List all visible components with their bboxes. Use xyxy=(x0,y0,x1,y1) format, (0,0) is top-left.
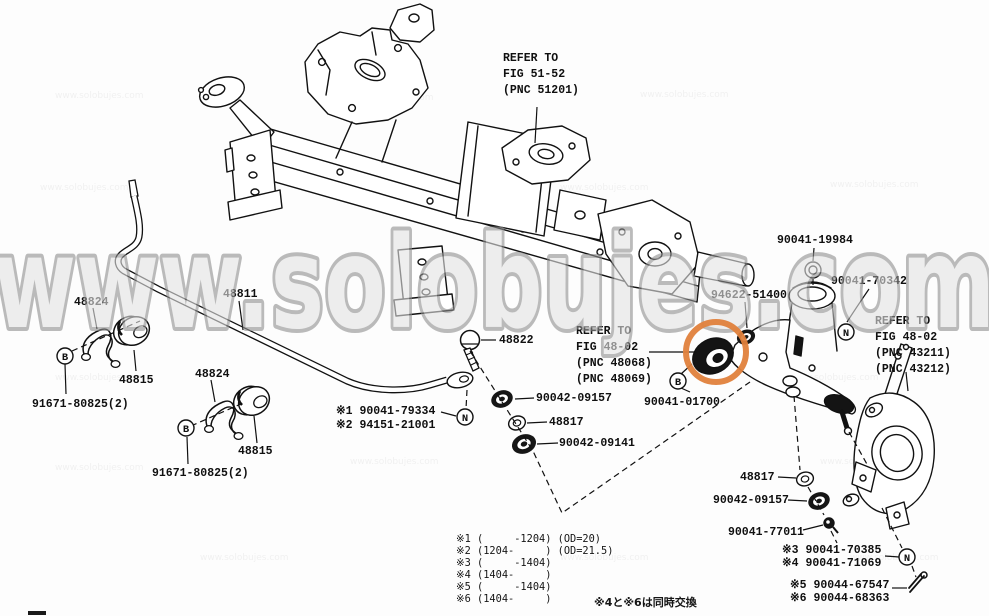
callout-n-link: N xyxy=(456,408,474,426)
part-label-48824-front: 48824 xyxy=(74,296,109,309)
legend-note: ※4と※6は同時交換 xyxy=(594,596,697,609)
bottom-left-artifact xyxy=(28,611,46,615)
part-label-91671-rear: 91671-80825(2) xyxy=(152,467,249,480)
callout-n-arm: N xyxy=(837,323,855,341)
note-label-1: ※1 90041-79334 xyxy=(336,405,436,418)
part-label-48817-link: 48817 xyxy=(549,416,584,429)
note-label-4: ※4 90041-71069 xyxy=(782,557,882,570)
part-label-90042-09157-link: 90042-09157 xyxy=(536,392,612,405)
svg-text:www.solobujes.com: www.solobujes.com xyxy=(55,463,144,473)
part-label-90041-70342: 90041-70342 xyxy=(831,275,907,288)
svg-text:www.solobujes.com: www.solobujes.com xyxy=(200,553,289,563)
crossmember-drawing xyxy=(197,3,755,317)
part-label-48822: 48822 xyxy=(499,334,534,347)
svg-text:www.solobujes.com: www.solobujes.com xyxy=(55,91,144,101)
callout-b-rear: B xyxy=(177,419,195,437)
part-label-90041-19984: 90041-19984 xyxy=(777,234,853,247)
knuckle-drawing xyxy=(842,343,936,530)
note-label-5: ※5 90044-67547 xyxy=(790,579,890,592)
part-label-90042-09157-arm: 90042-09157 xyxy=(713,494,789,507)
svg-text:www.solobujes.com: www.solobujes.com xyxy=(640,90,729,100)
svg-text:N: N xyxy=(904,553,910,565)
note-label-3: ※3 90041-70385 xyxy=(782,544,882,557)
legend-row-4: ※4 (1404- ) xyxy=(456,569,552,581)
svg-text:www.solobujes.com: www.solobujes.com xyxy=(55,373,144,383)
faint-watermarks: www.solobujes.com www.solobujes.com www.… xyxy=(40,90,939,563)
legend-row-6: ※6 (1404- ) xyxy=(456,593,552,605)
legend-row-5: ※5 ( -1404) xyxy=(456,581,552,593)
callout-b-front: B xyxy=(56,347,74,365)
svg-text:www.solobujes.com: www.solobujes.com xyxy=(850,553,939,563)
legend-row-1: ※1 ( -1204) (OD=20) xyxy=(456,533,602,545)
svg-text:N: N xyxy=(462,413,468,425)
part-label-48811: 48811 xyxy=(223,288,258,301)
part-label-94622-51400: 94622-51400 xyxy=(711,289,787,302)
svg-text:www.solobujes.com: www.solobujes.com xyxy=(560,183,649,193)
svg-text:B: B xyxy=(62,352,69,364)
svg-text:www.solobujes.com: www.solobujes.com xyxy=(560,553,649,563)
note-label-6: ※6 90044-68363 xyxy=(790,592,890,605)
refer-note-fig48-arm: REFER TO FIG 48-02 (PNC 48068) (PNC 4806… xyxy=(576,325,652,387)
callout-n-knuckle: N xyxy=(898,548,916,566)
part-label-48815-rear: 48815 xyxy=(238,445,273,458)
callout-b-arm: B xyxy=(669,372,687,390)
arm-mount-hardware xyxy=(794,469,928,593)
svg-text:B: B xyxy=(675,377,682,389)
legend-row-2: ※2 (1204- ) (OD=21.5) xyxy=(456,545,614,557)
svg-text:www.solobujes.com: www.solobujes.com xyxy=(40,183,129,193)
legend-row-3: ※3 ( -1404) xyxy=(456,557,552,569)
callout-circles: B B N B N N xyxy=(56,323,916,566)
part-label-90041-77011: 90041-77011 xyxy=(728,526,804,539)
svg-text:www.solobujes.com: www.solobujes.com xyxy=(790,373,879,383)
part-label-48815-front: 48815 xyxy=(119,374,154,387)
svg-text:N: N xyxy=(843,328,849,340)
stabilizer-link-drawing xyxy=(459,329,540,458)
part-label-48817-arm: 48817 xyxy=(740,471,775,484)
dashed-assembly-lines xyxy=(71,279,917,578)
refer-note-fig51: REFER TO FIG 51-52 (PNC 51201) xyxy=(503,52,579,98)
refer-note-fig48-knuckle: REFER TO FIG 48-02 (PNC 43211) (PNC 4321… xyxy=(875,315,951,377)
part-label-91671-front: 91671-80825(2) xyxy=(32,398,129,411)
leader-lines xyxy=(64,106,909,589)
stabilizer-bar-drawing xyxy=(114,179,474,394)
part-label-90042-09141: 90042-09141 xyxy=(559,437,635,450)
part-label-90041-01700: 90041-01700 xyxy=(644,396,720,409)
svg-text:B: B xyxy=(183,424,190,436)
svg-text:www.solobujes.com: www.solobujes.com xyxy=(350,457,439,467)
note-label-2: ※2 94151-21001 xyxy=(336,419,436,432)
svg-text:www.solobujes.com: www.solobujes.com xyxy=(830,180,919,190)
part-label-48824-rear: 48824 xyxy=(195,368,230,381)
